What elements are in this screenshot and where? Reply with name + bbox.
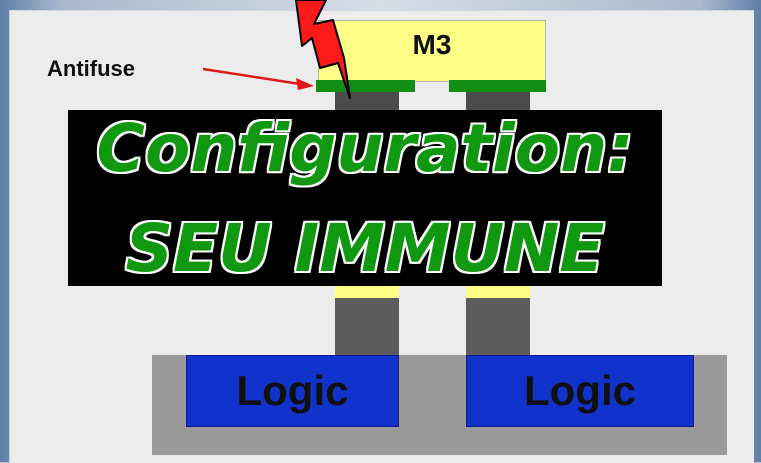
- via-right-upper: [466, 92, 530, 112]
- logic-block-left: Logic: [186, 355, 399, 427]
- via-left-upper: [335, 92, 399, 112]
- metal-layer-m3: M3: [318, 20, 546, 82]
- banner-line-configuration: Configuration:: [96, 110, 634, 187]
- via-right-lower: [466, 298, 530, 356]
- logic-block-right: Logic: [466, 355, 694, 427]
- lower-metal-pad-left: [335, 286, 399, 298]
- logic-label: Logic: [524, 367, 636, 414]
- logic-label: Logic: [236, 367, 349, 414]
- lower-metal-pad-right: [466, 286, 530, 298]
- antifuse-left: [316, 80, 415, 92]
- via-left-lower: [335, 298, 399, 356]
- metal-layer-label: M3: [412, 29, 452, 60]
- antifuse-right: [449, 80, 546, 92]
- antifuse-label: Antifuse: [47, 56, 135, 81]
- banner-line-seu-immune: SEU IMMUNE: [125, 210, 605, 287]
- seu-banner: Configuration: SEU IMMUNE: [68, 110, 662, 287]
